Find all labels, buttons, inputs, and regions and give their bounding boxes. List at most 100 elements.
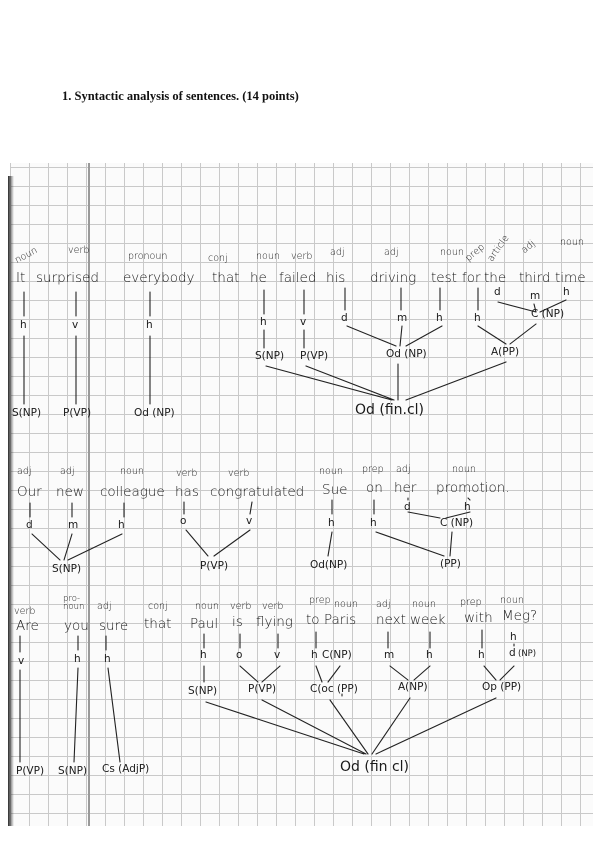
phrase-label: S(NP): [12, 407, 42, 419]
phrase-label: P(VP): [300, 350, 329, 362]
sentence-word: has: [175, 484, 199, 500]
clause-label: Od (fin.cl): [355, 402, 425, 418]
sentence-word: to: [306, 612, 320, 628]
sentence-word: everybody: [123, 270, 195, 286]
sentence-word: time: [555, 270, 586, 286]
phrase-label: P(VP): [16, 765, 45, 777]
phrase-label: P(VP): [200, 560, 229, 572]
function-tag: h: [436, 312, 443, 324]
pos-label: prep: [309, 595, 331, 606]
sentence-word: next: [376, 612, 406, 628]
pos-label: verb: [230, 601, 252, 612]
function-tag: o: [180, 515, 187, 527]
phrase-label: (PP): [440, 558, 461, 570]
phrase-label: C (NP): [440, 517, 474, 529]
pos-label: adj: [330, 247, 345, 258]
function-tag: m: [384, 649, 395, 661]
sentence-word: his: [326, 270, 346, 286]
phrase-label: S(NP): [255, 350, 285, 362]
pos-label: adj: [60, 466, 75, 477]
function-tag: m: [530, 290, 541, 302]
phrase-label: S(NP): [52, 563, 82, 575]
pos-label: conj: [208, 253, 228, 264]
sentence-word: promotion.: [436, 480, 510, 496]
sentence-word: for: [462, 270, 481, 286]
pos-label: noun: [256, 251, 280, 262]
pos-label: prep: [362, 464, 384, 475]
sentence-word: It: [16, 270, 26, 286]
phrase-label: (NP): [518, 649, 537, 659]
sentence-word: new: [56, 484, 84, 500]
graph-paper-sheet: [10, 163, 593, 826]
pos-label: noun: [452, 464, 476, 475]
function-tag: m: [68, 519, 79, 531]
pos-label: verb: [291, 251, 313, 262]
function-tag: v: [274, 649, 281, 661]
pos-label: adj: [396, 464, 411, 475]
pos-label: noun: [560, 237, 584, 248]
sentence-word: he: [250, 270, 267, 286]
phrase-label: P(VP): [248, 683, 277, 695]
pos-label: adj: [97, 601, 112, 612]
pos-label: noun: [440, 247, 464, 258]
sentence-word: on: [366, 480, 383, 496]
phrase-label: Od (NP): [386, 348, 427, 360]
pos-label: noun: [500, 595, 524, 606]
pos-label: noun: [334, 599, 358, 610]
phrase-label: C(oc (PP): [310, 683, 358, 695]
sentence-word: her: [394, 480, 417, 496]
function-tag: h: [74, 653, 81, 665]
phrase-label: C(NP): [322, 649, 352, 661]
pos-label: verb: [262, 601, 284, 612]
sentence-word: Meg?: [502, 608, 538, 624]
pos-label: adj: [17, 466, 32, 477]
sentence-word: that: [144, 616, 172, 632]
section-heading: 1. Syntactic analysis of sentences. (14 …: [62, 89, 299, 103]
function-tag: h: [20, 319, 27, 331]
function-tag: h: [311, 649, 318, 661]
function-tag: h: [104, 653, 111, 665]
sentence-word: test: [431, 270, 457, 286]
phrase-label: S(NP): [188, 685, 218, 697]
phrase-label: Op (PP): [482, 681, 522, 693]
sheet-shadow-edge: [8, 176, 14, 826]
phrase-label: S(NP): [58, 765, 88, 777]
sentence-word: with: [464, 610, 493, 626]
function-tag: d: [341, 312, 348, 324]
function-tag: v: [300, 316, 307, 328]
pos-label: verb: [14, 606, 36, 617]
sentence-word: flying: [256, 614, 293, 630]
pos-label: adj: [384, 247, 399, 258]
pos-label: verb: [176, 468, 198, 479]
phrase-label: C (NP): [531, 308, 565, 320]
sentence-word: surprised: [36, 270, 99, 286]
sentence-word: Are: [16, 618, 39, 634]
function-tag: v: [18, 655, 25, 667]
function-tag: h: [478, 649, 485, 661]
function-tag: d: [26, 519, 33, 531]
phrase-label: A(NP): [398, 681, 428, 693]
sentence-word: Sue: [322, 482, 348, 498]
sentence-word: congratulated: [210, 484, 305, 500]
function-tag: o: [236, 649, 243, 661]
phrase-label: A(PP): [491, 346, 520, 358]
sentence-word: Our: [17, 484, 42, 500]
sentence-word: you: [64, 618, 89, 634]
sentence-word: colleague: [100, 484, 165, 500]
pos-label: verb: [228, 468, 250, 479]
clause-label: Od (fin cl): [340, 759, 410, 775]
function-tag: h: [474, 312, 481, 324]
pos-label: conj: [148, 601, 168, 612]
function-tag: h: [200, 649, 207, 661]
function-tag: v: [246, 515, 253, 527]
sentence-word: is: [232, 614, 243, 630]
function-tag: v: [72, 319, 79, 331]
pos-label: noun: [319, 466, 343, 477]
pos-label: verb: [68, 245, 90, 256]
pos-label: pro-noun: [63, 594, 85, 612]
function-tag: h: [260, 316, 267, 328]
function-tag: h: [370, 517, 377, 529]
pos-label: noun: [412, 599, 436, 610]
function-tag: h: [464, 501, 471, 513]
